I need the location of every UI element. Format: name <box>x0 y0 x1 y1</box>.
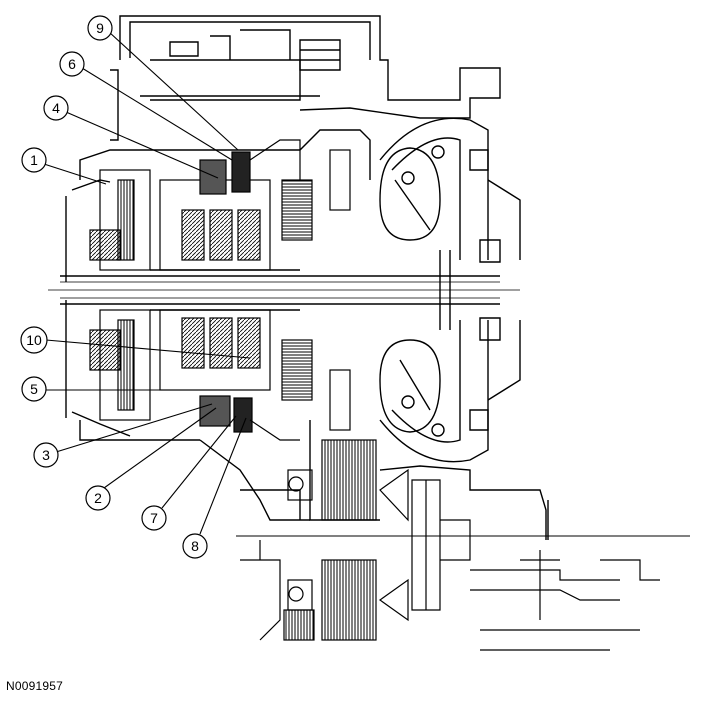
leader-line-9 <box>108 31 239 151</box>
callouts: 9 6 4 1 10 5 3 2 7 8 <box>20 15 208 559</box>
callout-4-label: 4 <box>52 100 60 116</box>
callout-10: 10 <box>20 326 48 354</box>
callout-5: 5 <box>21 376 47 402</box>
leader-line-10 <box>45 339 251 359</box>
leader-line-3 <box>55 403 213 453</box>
callout-5-label: 5 <box>30 381 38 397</box>
leader-line-7 <box>161 415 237 509</box>
callout-8-label: 8 <box>191 538 199 554</box>
callout-2-label: 2 <box>94 490 102 506</box>
callout-10-label: 10 <box>26 332 42 348</box>
figure-id: N0091957 <box>6 679 63 693</box>
callout-9-label: 9 <box>96 20 104 36</box>
callout-4: 4 <box>43 95 69 121</box>
callout-3-label: 3 <box>42 447 50 463</box>
transmission-case <box>65 15 549 540</box>
clutch-and-planetary-assemblies <box>89 139 351 441</box>
callout-6: 6 <box>59 51 85 77</box>
callout-6-label: 6 <box>68 56 76 72</box>
callout-8: 8 <box>182 533 208 559</box>
leader-line-2 <box>103 407 217 489</box>
main-shaft <box>48 269 520 311</box>
callout-7: 7 <box>141 505 167 531</box>
leader-line-1 <box>43 163 107 185</box>
callout-2: 2 <box>85 485 111 511</box>
leader-lines <box>43 31 251 535</box>
callout-9: 9 <box>87 15 113 41</box>
callout-3: 3 <box>33 442 59 468</box>
callout-1-label: 1 <box>30 152 38 168</box>
leader-line-8 <box>199 417 247 535</box>
leader-line-4 <box>65 111 219 179</box>
callout-1: 1 <box>21 147 47 173</box>
leader-line-6 <box>81 67 233 161</box>
transfer-gear-and-differential <box>236 439 690 651</box>
callout-7-label: 7 <box>150 510 158 526</box>
